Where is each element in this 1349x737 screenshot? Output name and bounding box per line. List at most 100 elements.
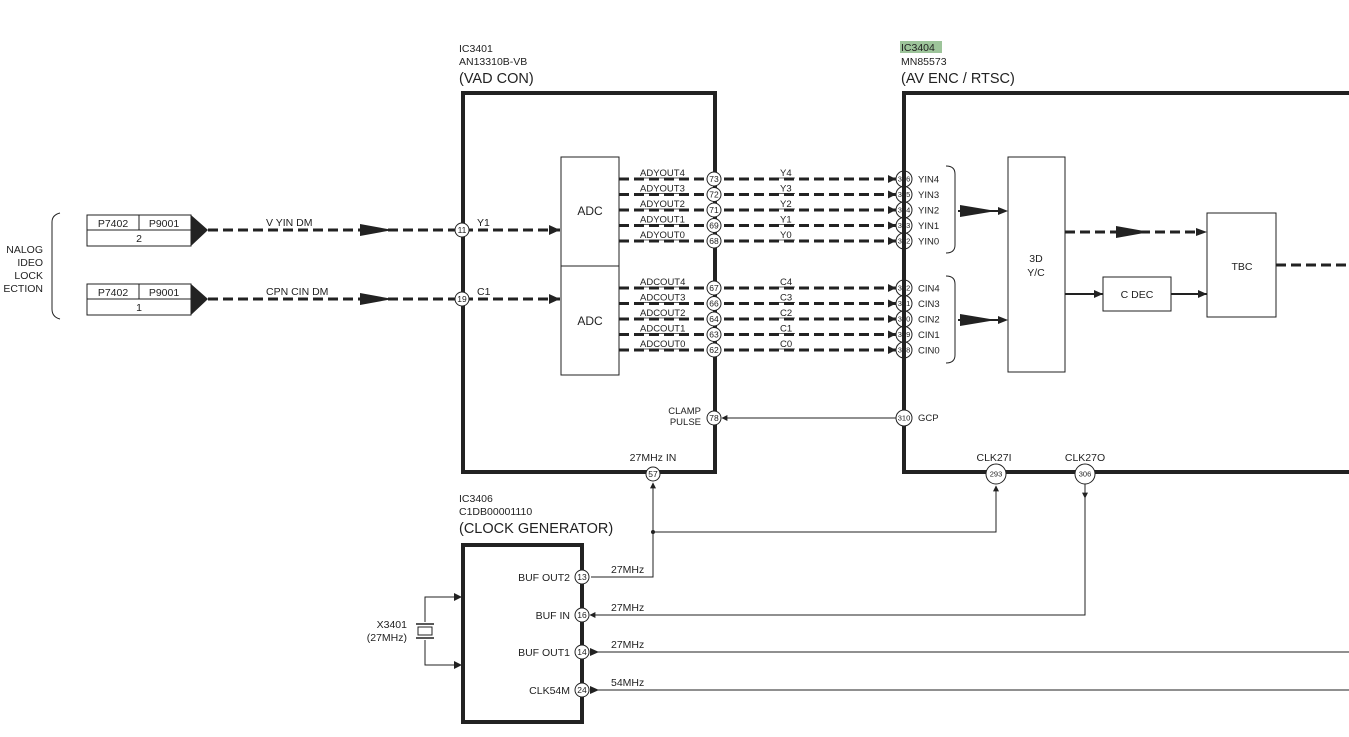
bus-signal-label: Y2	[780, 199, 792, 210]
gcp-label: GCP	[918, 413, 939, 424]
ic3404-ref: IC3404	[901, 42, 935, 54]
connector-a-label: P7402	[98, 218, 129, 230]
adc-y-label: ADC	[577, 204, 603, 218]
section-label-line-4: ECTION	[3, 283, 43, 295]
bus-out-label: ADCOUT0	[640, 339, 685, 350]
signal-arrow-icon	[360, 293, 393, 305]
pin-293: 293	[990, 470, 1003, 479]
bus-signal-label: C4	[780, 277, 792, 288]
clock-wiring: 57	[589, 466, 1349, 694]
bus-input-label: YIN3	[918, 190, 939, 201]
bus-signal-label: Y3	[780, 184, 792, 195]
pin-306: 306	[1079, 470, 1092, 479]
yc-label-2: Y/C	[1027, 267, 1045, 279]
bus-input-label: YIN0	[918, 237, 939, 248]
crystal-freq: (27MHz)	[367, 632, 407, 644]
connector-cpncin: P7402 P9001 1	[86, 283, 208, 316]
pin-14: 14	[577, 647, 587, 657]
signal-label-cpncin: CPN CIN DM	[266, 286, 328, 298]
crystal-ref: X3401	[377, 619, 408, 631]
yc-label-1: 3D	[1029, 253, 1043, 265]
clk27o-label: CLK27O	[1065, 452, 1105, 464]
crystal-x3401: X3401 (27MHz)	[367, 593, 462, 669]
signal-arrow-icon	[360, 224, 393, 236]
pin-57: 57	[648, 469, 658, 479]
ic3401-y1-label: Y1	[477, 217, 490, 229]
bus-input-label: CIN1	[918, 330, 940, 341]
pin-label-bufin: BUF IN	[536, 610, 570, 622]
bus-signal-label: C3	[780, 293, 792, 304]
ic3401: IC3401 AN13310B-VB (VAD CON) ADC ADC Y1 …	[454, 43, 722, 474]
bus-out-label: ADYOUT4	[640, 168, 685, 179]
bus-pin-left: 73	[709, 174, 719, 184]
ic3401-ref: IC3401	[459, 43, 493, 55]
bus-pin-left: 66	[709, 299, 719, 309]
section-label-line-1: NALOG	[6, 244, 43, 256]
bus-out-label: ADYOUT0	[640, 230, 685, 241]
signal-label-vyin: V YIN DM	[266, 217, 312, 229]
bus-signal-label: C2	[780, 308, 792, 319]
adc-c-label: ADC	[577, 314, 603, 328]
bus-input-label: YIN1	[918, 221, 939, 232]
bus-pin-left: 69	[709, 221, 719, 231]
pin-11: 11	[458, 225, 467, 235]
bus-pin-left: 64	[709, 314, 719, 324]
ic3406-name: (CLOCK GENERATOR)	[459, 521, 613, 537]
connector-pin-label: 2	[136, 233, 142, 245]
bus-pin-left: 71	[709, 205, 719, 215]
ic3401-c1-label: C1	[477, 286, 491, 298]
bus-out-label: ADCOUT4	[640, 277, 685, 288]
pin-24: 24	[577, 685, 587, 695]
pin-19: 19	[457, 294, 467, 304]
cdec-label: C DEC	[1121, 289, 1154, 301]
bus-pin-left: 72	[709, 190, 719, 200]
bus-input-label: CIN2	[918, 315, 940, 326]
bus-out-label: ADYOUT2	[640, 199, 685, 210]
clk-in-label: 27MHz IN	[630, 452, 677, 464]
clk27i-label: CLK27I	[976, 452, 1011, 464]
bus-input-label: YIN2	[918, 206, 939, 217]
freq-bufout1: 27MHz	[611, 639, 644, 651]
bus-pin-left: 67	[709, 283, 719, 293]
pin-label-bufout1: BUF OUT1	[518, 647, 570, 659]
bus-signal-label: C0	[780, 339, 792, 350]
bus-out-label: ADCOUT2	[640, 308, 685, 319]
ic3406: IC3406 C1DB00001110 (CLOCK GENERATOR) BU…	[459, 493, 644, 724]
bus-signal-label: C1	[780, 324, 792, 335]
bus-out-label: ADYOUT3	[640, 184, 685, 195]
pin-13: 13	[577, 572, 587, 582]
bus-input-label: CIN0	[918, 346, 940, 357]
bus-out-label: ADCOUT3	[640, 293, 685, 304]
ic3404-part: MN85573	[901, 56, 947, 68]
pin-16: 16	[577, 610, 587, 620]
pin-78: 78	[709, 413, 719, 423]
ic3404: IC3404 MN85573 (AV ENC / RTSC) 3D Y/C C …	[721, 41, 1349, 485]
freq-bufout2: 27MHz	[611, 564, 644, 576]
ic3401-part: AN13310B-VB	[459, 56, 527, 68]
input-signal-lines: V YIN DM CPN CIN DM	[208, 217, 560, 305]
tbc-label: TBC	[1232, 261, 1253, 273]
bus-input-label: YIN4	[918, 175, 939, 186]
clamp-label-1: CLAMP	[668, 406, 701, 417]
freq-clk54m: 54MHz	[611, 677, 644, 689]
pin-310: 310	[898, 414, 911, 423]
bus-signal-label: Y1	[780, 215, 792, 226]
connector-a-label: P7402	[98, 287, 129, 299]
connector-b-label: P9001	[149, 287, 180, 299]
ic3406-part: C1DB00001110	[459, 506, 532, 518]
bus-pin-left: 68	[709, 236, 719, 246]
connector-vyin: P7402 P9001 2	[86, 214, 208, 247]
pin-label-bufout2: BUF OUT2	[518, 572, 570, 584]
section-label-line-3: LOCK	[14, 270, 43, 282]
analog-video-clock-section: NALOG IDEO LOCK ECTION	[3, 212, 61, 320]
freq-bufin: 27MHz	[611, 602, 644, 614]
clamp-label-2: PULSE	[670, 417, 701, 428]
ic3404-name: (AV ENC / RTSC)	[901, 71, 1015, 87]
bus-signal-label: Y4	[780, 168, 792, 179]
